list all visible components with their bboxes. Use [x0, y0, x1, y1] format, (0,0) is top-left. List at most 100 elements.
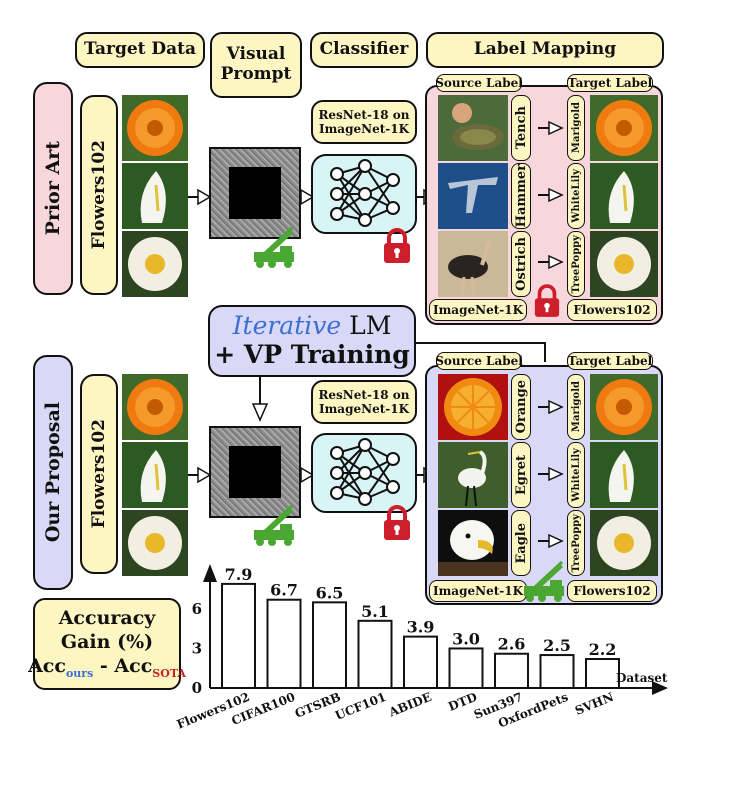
target-class-label-1-prior: Marigold — [567, 95, 585, 161]
classifier-caption-prior: ResNet-18 on ImageNet-1K — [311, 100, 417, 144]
target-class-text-2-proposal: WhiteLily — [570, 448, 582, 502]
source-image-egret — [438, 442, 508, 508]
target-class-text-1-prior: Marigold — [570, 102, 582, 154]
dataset-label-prior-text: Flowers102 — [89, 140, 109, 250]
accuracy-gain-box: Accuracy Gain (%) Accours - AccSOTA — [28, 598, 186, 690]
target-class-label-1-proposal: Marigold — [567, 374, 585, 440]
accuracy-gain-chart: 036Dataset7.9Flowers1026.7CIFAR1006.5GTS… — [175, 564, 668, 732]
source-class-label-1-prior: Tench — [511, 95, 531, 161]
bar-value-label: 3.0 — [452, 629, 480, 648]
source-class-text-2-proposal: Egret — [513, 454, 529, 496]
target-image-marigold-prior — [590, 95, 658, 161]
header-prompt-line2: Prompt — [220, 64, 292, 84]
target-class-text-2-prior: WhiteLily — [570, 169, 582, 223]
y-tick-label: 3 — [192, 639, 202, 657]
arrow-prompt-to-classifier-prior — [300, 188, 315, 206]
header-visual-prompt: Visual Prompt — [210, 32, 302, 98]
target-image-whitelily-proposal — [590, 442, 658, 508]
source-class-text-1-prior: Tench — [513, 106, 529, 150]
target-class-label-3-prior: TreePoppy — [567, 231, 585, 297]
source-label-caption-prior: Source Label — [435, 74, 523, 92]
mapping-arrows-prior — [538, 120, 564, 270]
bar-flowers102 — [221, 582, 256, 689]
header-target-data-text: Target Data — [83, 39, 197, 60]
bar-value-label: 3.9 — [407, 618, 435, 637]
acc-minus: - — [93, 654, 115, 677]
classifier-caption-proposal-line2: ImageNet-1K — [318, 402, 410, 416]
neural-network-icon-prior — [311, 154, 417, 234]
iterative-line2: + VP Training — [214, 340, 410, 369]
source-class-text-3-prior: Ostrich — [513, 237, 529, 291]
chart-bars — [221, 582, 620, 690]
row-label-our-proposal-text: Our Proposal — [42, 402, 64, 543]
bar-value-label: 7.9 — [225, 565, 253, 584]
acc-ours-main: Acc — [28, 654, 66, 677]
bar-gtsrb — [312, 601, 347, 689]
acc-sota-sub: SOTA — [152, 666, 186, 680]
category-label: UCF101 — [333, 690, 388, 723]
thumb-whitelily-prior — [122, 163, 188, 229]
source-class-label-1-proposal: Orange — [511, 374, 531, 440]
thumb-treepoppy-proposal — [122, 510, 188, 576]
bar-value-label: 6.5 — [316, 583, 344, 602]
y-axis-arrow — [203, 564, 217, 582]
lock-icon — [384, 228, 410, 263]
y-tick-label: 0 — [192, 679, 202, 697]
classifier-caption-prior-line2: ImageNet-1K — [318, 122, 410, 136]
bar-value-label: 5.1 — [361, 602, 389, 621]
row-label-our-proposal: Our Proposal — [33, 355, 73, 590]
source-image-tench — [438, 95, 508, 161]
source-class-text-1-proposal: Orange — [513, 380, 529, 434]
dataset-label-proposal-text: Flowers102 — [89, 419, 109, 529]
bar-value-label: 2.2 — [589, 640, 617, 659]
mapping-arrows-proposal — [538, 399, 564, 549]
header-visual-line1: Visual — [226, 44, 286, 65]
source-image-eagle — [438, 510, 508, 576]
iterative-lm: LM — [341, 311, 392, 341]
thumb-treepoppy-prior — [122, 231, 188, 297]
crane-icon — [524, 560, 564, 602]
thumb-marigold-prior — [122, 95, 188, 161]
lock-icon — [534, 284, 560, 317]
source-class-label-3-prior: Ostrich — [511, 231, 531, 297]
header-classifier-text: Classifier — [319, 39, 409, 60]
target-image-treepoppy-proposal — [590, 510, 658, 576]
dataset-label-proposal: Flowers102 — [80, 374, 118, 574]
arrow-data-to-prompt-proposal — [188, 466, 212, 484]
target-class-text-1-proposal: Marigold — [570, 381, 582, 433]
header-label-mapping-text: Label Mapping — [473, 39, 617, 60]
bar-value-label: 2.5 — [543, 636, 571, 655]
iterative-word: Iterative — [232, 311, 342, 341]
header-label-mapping: Label Mapping — [426, 32, 664, 68]
bar-cifar100 — [266, 598, 302, 690]
bar-svhn — [585, 658, 620, 689]
arrow-prompt-to-classifier-proposal — [300, 466, 315, 484]
target-class-label-2-proposal: WhiteLily — [567, 442, 585, 508]
source-class-label-2-proposal: Egret — [511, 442, 531, 508]
feedback-loop-lines — [251, 342, 546, 422]
target-dataset-caption-prior: Flowers102 — [567, 299, 657, 321]
iterative-line1: Iterative LM — [232, 311, 392, 341]
bar-value-label: 6.7 — [270, 581, 298, 600]
neural-network-icon-proposal — [311, 433, 417, 513]
row-label-prior-art: Prior Art — [33, 82, 73, 295]
target-image-treepoppy-prior — [590, 231, 658, 297]
crane-icon — [254, 504, 294, 546]
bar-dtd — [448, 647, 484, 689]
bar-abide — [403, 635, 438, 689]
visual-prompt-center-proposal — [229, 446, 281, 498]
x-axis-title: Dataset — [616, 671, 668, 685]
source-image-ostrich — [438, 231, 508, 297]
source-class-label-2-prior: Hammer — [511, 163, 531, 229]
bar-value-label: 2.6 — [498, 635, 526, 654]
accuracy-line1: Accuracy — [58, 607, 156, 630]
target-class-text-3-prior: TreePoppy — [570, 234, 582, 294]
category-label: SVHN — [573, 690, 616, 718]
y-tick-label: 6 — [192, 600, 202, 618]
source-label-caption-proposal: Source Label — [435, 352, 523, 370]
classifier-caption-proposal: ResNet-18 on ImageNet-1K — [311, 380, 417, 424]
accuracy-line2: Gain (%) — [60, 631, 154, 654]
header-classifier: Classifier — [310, 32, 418, 68]
x-axis-arrow — [652, 681, 668, 695]
